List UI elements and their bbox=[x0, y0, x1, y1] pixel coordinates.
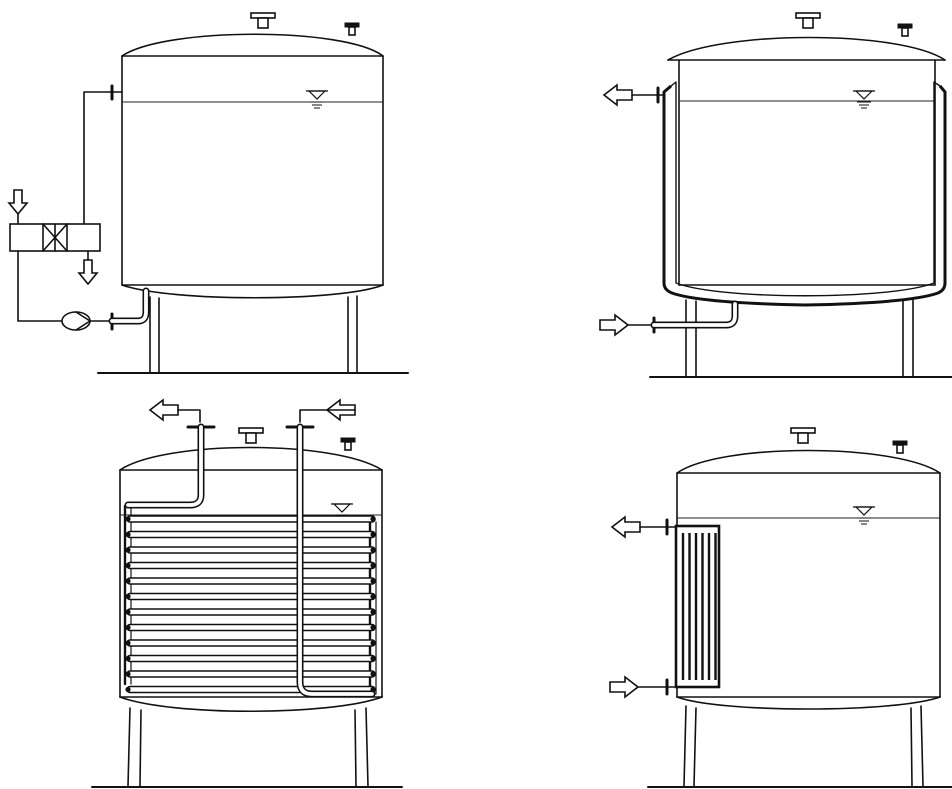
coil-inlet-pipe bbox=[296, 423, 376, 698]
coil-turn bbox=[125, 530, 376, 539]
inlet-arrow-icon bbox=[599, 314, 629, 336]
return-pipe bbox=[83, 84, 123, 225]
tank-body bbox=[119, 446, 383, 713]
top-nozzle bbox=[250, 12, 276, 29]
coil-turn bbox=[125, 654, 376, 663]
tank-body bbox=[667, 36, 946, 286]
tank-legs bbox=[649, 299, 952, 378]
outlet-arrow-icon bbox=[149, 399, 179, 421]
coil-turn bbox=[125, 639, 376, 647]
tank-legs bbox=[91, 707, 403, 788]
top-nozzle bbox=[238, 427, 264, 444]
liquid-level-icon bbox=[852, 90, 876, 109]
inlet-arrow-icon bbox=[609, 676, 639, 698]
jacket-inlet-pipe bbox=[650, 300, 739, 329]
panel-jacketed-vessel bbox=[599, 12, 952, 378]
liquid-level-icon bbox=[305, 90, 329, 109]
vent-nozzle bbox=[340, 437, 356, 451]
outlet-arrow-icon bbox=[611, 516, 641, 538]
heating-jacket bbox=[662, 81, 947, 307]
coil-turn bbox=[125, 670, 376, 678]
tank-legs bbox=[647, 705, 952, 788]
inlet-arrow-icon bbox=[8, 189, 28, 215]
helical-coil bbox=[123, 504, 377, 696]
coil-outlet-pipe bbox=[124, 423, 205, 509]
panel-plate-coil bbox=[609, 427, 952, 788]
top-nozzle bbox=[795, 12, 821, 29]
heat-exchanger-icon bbox=[9, 223, 101, 252]
panel-external-loop bbox=[8, 12, 409, 374]
vent-nozzle bbox=[897, 23, 913, 37]
outlet-arrow-icon bbox=[603, 84, 633, 106]
tank-body bbox=[121, 33, 384, 299]
bottom-outlet-pipe bbox=[108, 287, 150, 325]
tank-legs bbox=[97, 295, 409, 374]
tank-body bbox=[676, 449, 941, 710]
vent-nozzle bbox=[344, 22, 360, 36]
coil-turn bbox=[125, 577, 376, 585]
coil-turn bbox=[125, 608, 376, 616]
liquid-level-icon bbox=[852, 506, 876, 525]
coil-turn bbox=[125, 623, 376, 632]
coil-turn bbox=[125, 592, 376, 601]
vent-nozzle bbox=[892, 440, 908, 454]
top-nozzle bbox=[790, 427, 816, 444]
plate-coil bbox=[674, 524, 721, 689]
coil-turn bbox=[125, 561, 376, 570]
pump-loop bbox=[17, 250, 114, 331]
coil-turn bbox=[125, 515, 376, 523]
outlet-arrow-icon bbox=[78, 259, 98, 285]
coil-turn bbox=[125, 546, 376, 554]
panel-internal-coil bbox=[91, 399, 403, 788]
